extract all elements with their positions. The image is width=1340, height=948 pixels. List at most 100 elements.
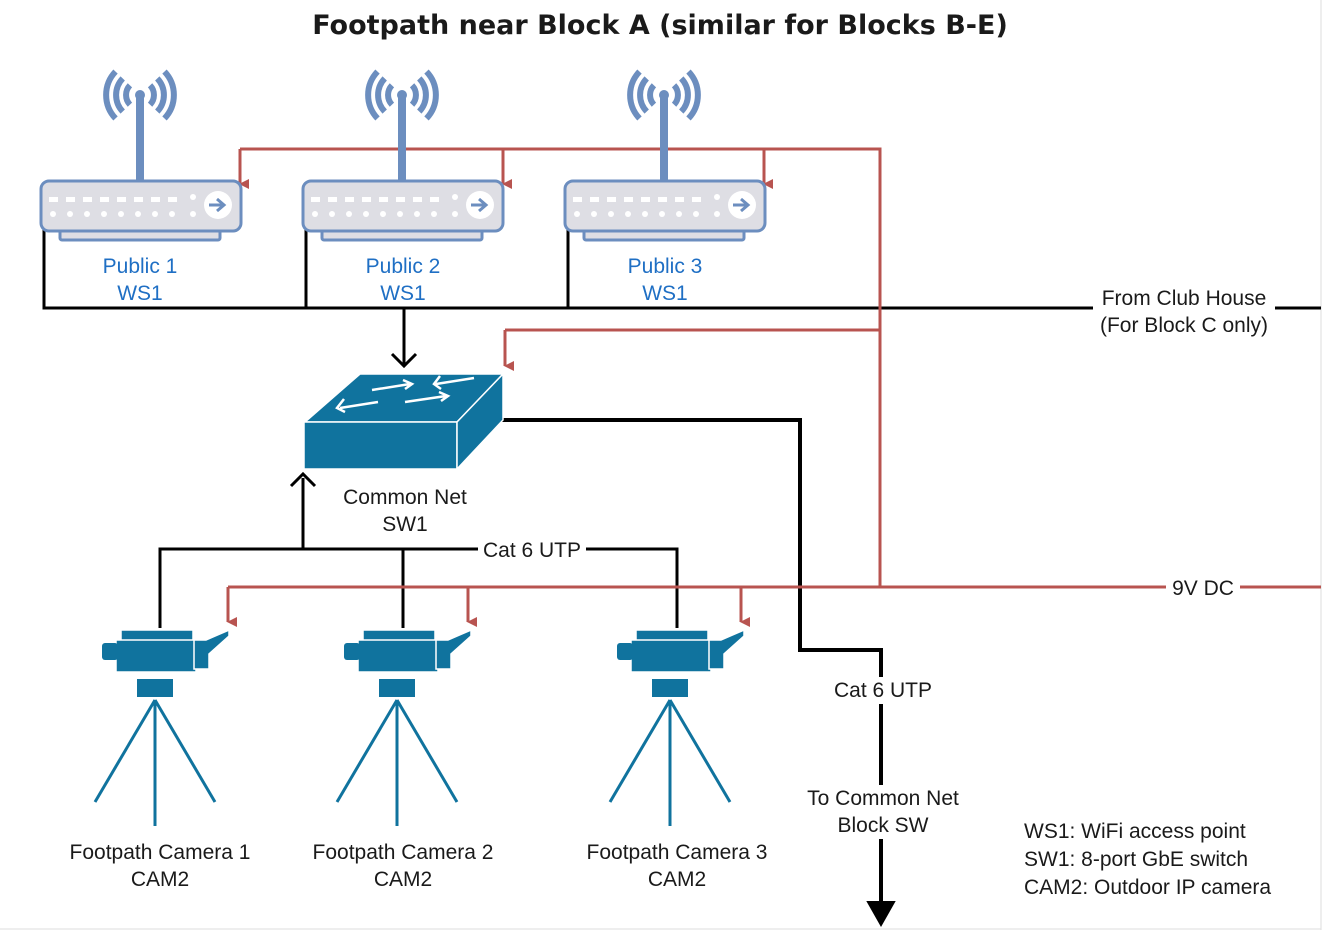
- port-led: [590, 197, 599, 202]
- signal-wave-left: [365, 69, 380, 121]
- port-dot: [312, 211, 318, 217]
- access-point-3-name: Public 3: [627, 255, 703, 278]
- router-body: [563, 179, 767, 233]
- router-body: [39, 179, 243, 233]
- port-led: [328, 197, 337, 202]
- arrow-right-icon: [471, 197, 489, 213]
- uplink-label-line1: From Club House: [1101, 287, 1267, 310]
- port-led: [83, 197, 92, 202]
- camera-body: [115, 639, 197, 673]
- port-led: [641, 197, 650, 202]
- port-dot: [397, 211, 403, 217]
- tripod-leg: [335, 699, 399, 803]
- camera-lens: [435, 628, 472, 670]
- signal-wave-left: [375, 76, 388, 114]
- status-dot: [714, 194, 720, 200]
- port-led: [624, 197, 633, 202]
- security-camera-icon: [335, 628, 472, 826]
- camera-body: [357, 639, 439, 673]
- port-led: [675, 197, 684, 202]
- signal-wave-left: [385, 83, 395, 107]
- port-dot: [642, 211, 648, 217]
- switch-name: Common Net: [343, 486, 467, 509]
- port-led: [658, 197, 667, 202]
- port-dot: [67, 211, 73, 217]
- port-dot: [329, 211, 335, 217]
- port-dot: [431, 211, 437, 217]
- signal-wave-right: [416, 76, 429, 114]
- status-dot: [190, 194, 196, 200]
- arrow-right-icon: [209, 197, 227, 213]
- antenna-tip: [659, 90, 669, 100]
- access-point-3-label[interactable]: Public 3 WS1: [595, 253, 735, 307]
- camera-lens: [193, 628, 230, 670]
- access-point-1-name: Public 1: [102, 255, 178, 278]
- status-dot: [452, 211, 458, 217]
- router-body: [301, 179, 505, 233]
- signal-wave-right: [678, 76, 691, 114]
- port-led: [573, 197, 582, 202]
- access-point-2-label[interactable]: Public 2 WS1: [333, 253, 473, 307]
- tripod-head: [652, 679, 688, 697]
- signal-wave-left: [103, 69, 118, 121]
- antenna-tip: [397, 90, 407, 100]
- port-led: [134, 197, 143, 202]
- legend-item-sw1: SW1: 8-port GbE switch: [1024, 848, 1249, 871]
- port-led: [117, 197, 126, 202]
- camera-back: [344, 643, 360, 660]
- camera-1-label[interactable]: Footpath Camera 1 CAM2: [40, 839, 280, 893]
- connections: [42, 147, 1321, 928]
- tripod-leg: [395, 699, 459, 803]
- camera-1-model: CAM2: [130, 868, 190, 891]
- wifi-router-icon: [301, 69, 505, 242]
- power-trunk-cable: [240, 147, 882, 587]
- wifi-router-icon: [39, 69, 243, 242]
- tripod-leg: [668, 699, 732, 803]
- camera-back: [102, 643, 118, 660]
- camera-3-model: CAM2: [647, 868, 707, 891]
- downlink-arrow-head: [866, 901, 896, 928]
- downlink-cable: [500, 418, 883, 922]
- port-dot: [346, 211, 352, 217]
- legend-item-ws1: WS1: WiFi access point: [1024, 820, 1246, 843]
- port-led: [345, 197, 354, 202]
- port-led: [430, 197, 439, 202]
- port-dot: [169, 211, 175, 217]
- switch-label[interactable]: Common Net SW1: [320, 484, 490, 538]
- uplink-label: From Club House (For Block C only): [1093, 285, 1275, 339]
- switch-model: SW1: [382, 513, 428, 536]
- tripod-head: [137, 679, 173, 697]
- security-camera-icon: [93, 628, 230, 826]
- port-led: [168, 197, 177, 202]
- power-label: 9V DC: [1166, 575, 1240, 602]
- diagram-title: Footpath near Block A (similar for Block…: [312, 10, 1008, 41]
- camera-3-label[interactable]: Footpath Camera 3 CAM2: [557, 839, 797, 893]
- port-led: [413, 197, 422, 202]
- port-dot: [118, 211, 124, 217]
- uplink-arrow-head: [390, 352, 418, 369]
- port-led: [311, 197, 320, 202]
- signal-wave-left: [637, 76, 650, 114]
- access-point-1-label[interactable]: Public 1 WS1: [70, 253, 210, 307]
- camera-body: [630, 639, 712, 673]
- antenna: [660, 92, 668, 184]
- port-led: [692, 197, 701, 202]
- tripod-leg: [608, 699, 672, 803]
- camera-2-name: Footpath Camera 2: [312, 841, 494, 864]
- arrow-right-icon: [404, 390, 451, 404]
- signal-wave-right: [671, 83, 681, 107]
- port-dot: [676, 211, 682, 217]
- port-led: [396, 197, 405, 202]
- port-dot: [380, 211, 386, 217]
- port-dot: [84, 211, 90, 217]
- port-led: [151, 197, 160, 202]
- devices: [39, 69, 767, 826]
- signal-wave-left: [113, 76, 126, 114]
- signal-wave-right: [162, 69, 177, 121]
- camera-2-label[interactable]: Footpath Camera 2 CAM2: [283, 839, 523, 893]
- signal-wave-right: [686, 69, 701, 121]
- network-switch-icon: [303, 372, 505, 471]
- tripod-leg: [93, 699, 157, 803]
- downlink-cable-label: Cat 6 UTP: [828, 677, 938, 704]
- wifi-router-icon: [563, 69, 767, 242]
